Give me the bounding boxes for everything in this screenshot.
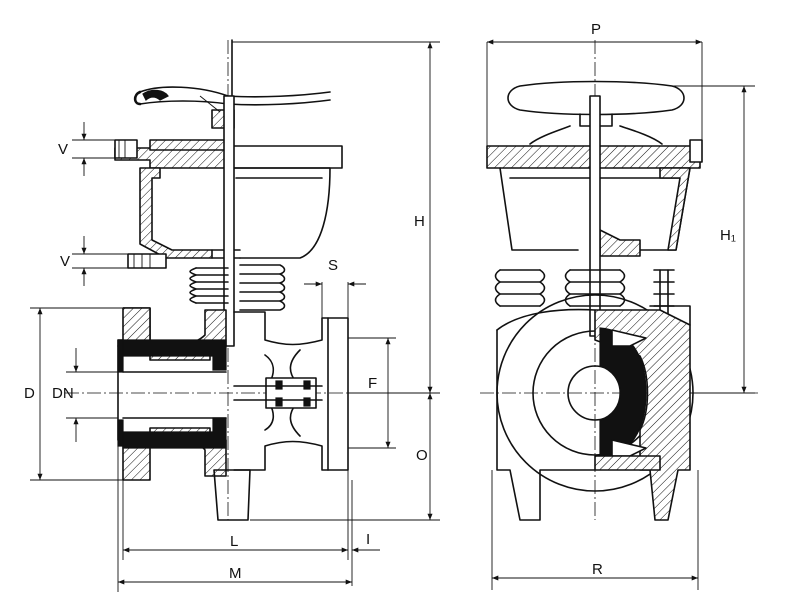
label-O: O — [416, 447, 428, 464]
label-L: L — [230, 533, 238, 550]
valve-body-section-icon — [117, 307, 227, 481]
label-DN: DN — [52, 385, 74, 402]
label-F: F — [368, 375, 377, 392]
label-M: M — [229, 565, 242, 582]
label-P: P — [591, 21, 601, 38]
side-section-view — [30, 39, 440, 592]
label-S: S — [328, 257, 338, 274]
spindle-icon — [223, 95, 235, 347]
valve-body-front-icon — [496, 294, 694, 521]
label-R: R — [592, 561, 603, 578]
bellows-icon — [189, 264, 286, 311]
label-H1: H₁ — [720, 227, 736, 244]
front-view — [480, 39, 760, 590]
label-V-lower: V — [60, 253, 70, 270]
label-H: H — [414, 213, 425, 230]
label-I: I — [366, 531, 370, 548]
actuator-front-icon — [486, 95, 703, 337]
label-D: D — [24, 385, 35, 402]
label-V-upper: V — [58, 141, 68, 158]
dimension-labels: P H H₁ V V S D DN F O L I M R — [24, 21, 736, 582]
valve-body-outline-icon — [213, 311, 349, 521]
